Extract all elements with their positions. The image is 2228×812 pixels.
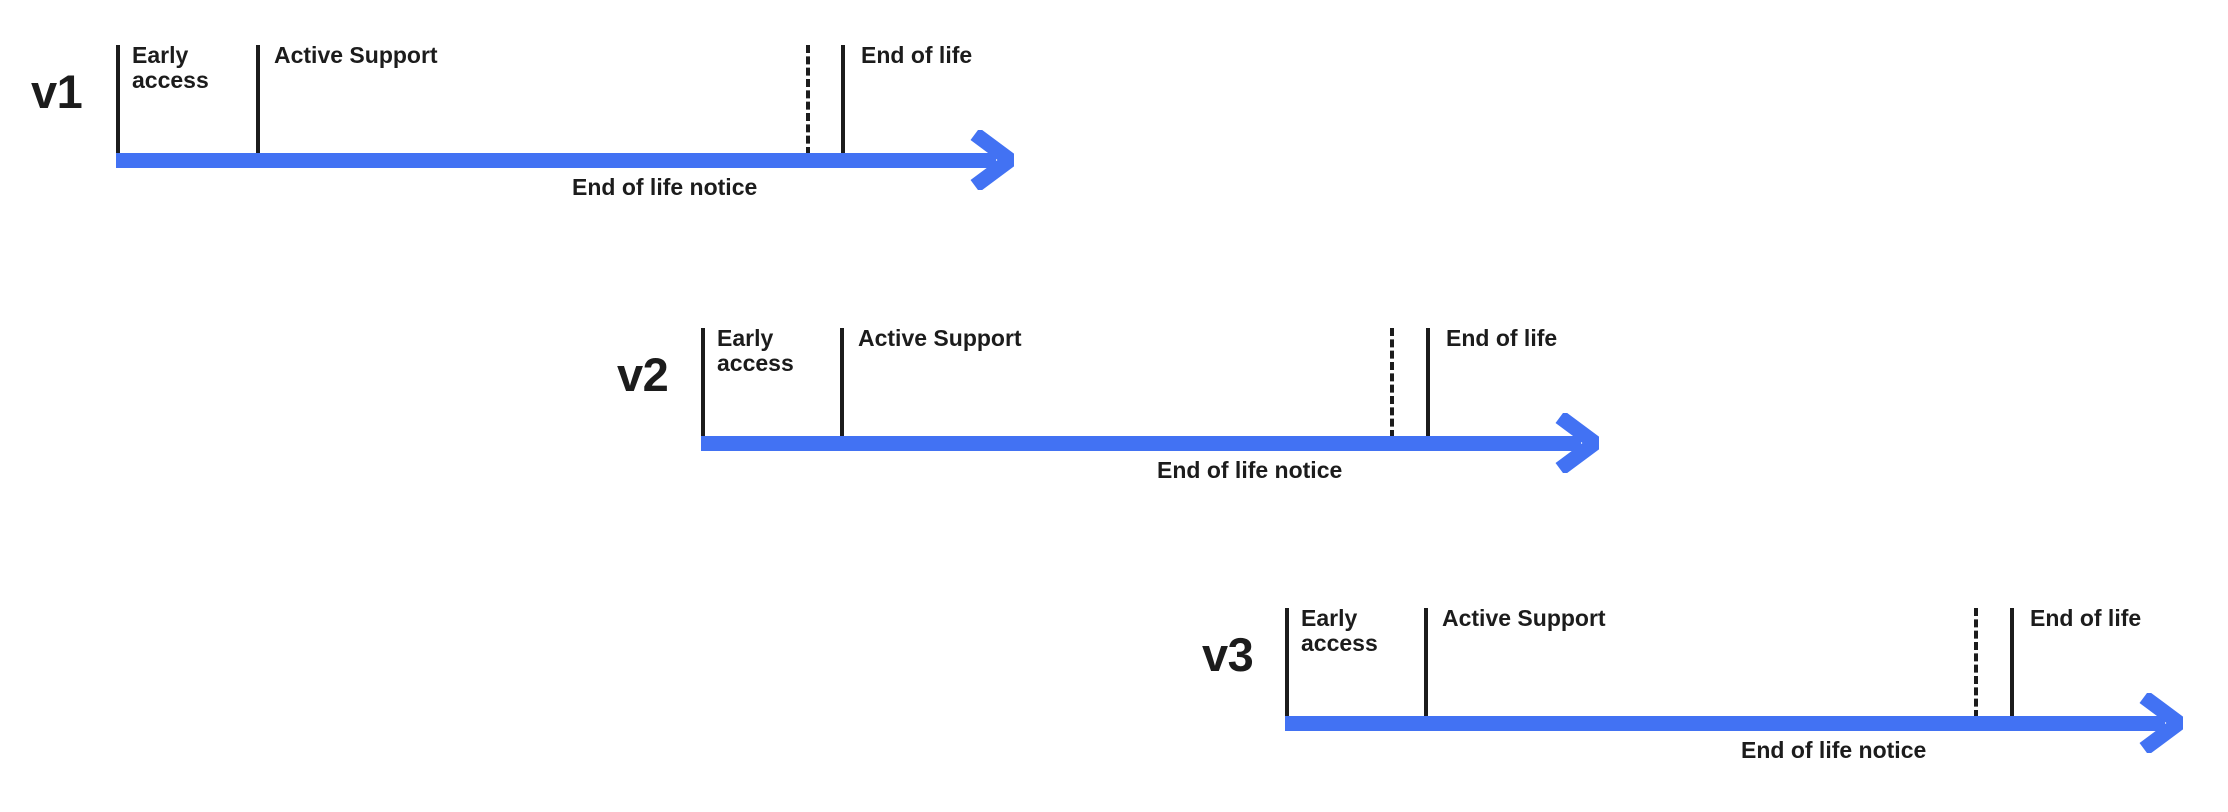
tick-active-support-start-v2 <box>840 328 844 438</box>
phase-label-end-of-life-v2: End of life <box>1446 325 1558 351</box>
notice-label-v1: End of life notice <box>572 174 758 200</box>
timeline-row-v2: v2 Early access Active Support End of li… <box>0 283 1625 498</box>
phase-label-early-access-v3: Early access <box>1301 605 1378 656</box>
version-label-v3: v3 <box>1202 628 1254 681</box>
phase-label-early-access-v1: Early access <box>132 42 209 93</box>
tick-end-of-life-notice-v3 <box>1974 608 1978 718</box>
phase-label-active-support-v3: Active Support <box>1442 605 1606 631</box>
arrow-head-icon-v1 <box>970 130 1014 190</box>
timeline-bar-v3 <box>1285 716 2165 731</box>
tick-start-v1 <box>116 45 120 155</box>
notice-label-v3: End of life notice <box>1741 737 1927 763</box>
timeline-row-v3: v3 Early access Active Support End of li… <box>0 563 2210 778</box>
tick-active-support-start-v1 <box>256 45 260 155</box>
phase-label-early-access-v2: Early access <box>717 325 794 376</box>
tick-end-of-life-start-v1 <box>841 45 845 155</box>
tick-start-v3 <box>1285 608 1289 718</box>
tick-end-of-life-notice-v2 <box>1390 328 1394 438</box>
tick-end-of-life-notice-v1 <box>806 45 810 155</box>
timeline-bar-v1 <box>116 153 996 168</box>
notice-label-v2: End of life notice <box>1157 457 1343 483</box>
tick-end-of-life-start-v3 <box>2010 608 2014 718</box>
version-label-v1: v1 <box>31 65 83 118</box>
phase-label-end-of-life-v1: End of life <box>861 42 973 68</box>
tick-active-support-start-v3 <box>1424 608 1428 718</box>
phase-label-active-support-v1: Active Support <box>274 42 438 68</box>
version-label-v2: v2 <box>617 348 669 401</box>
arrow-head-icon-v3 <box>2139 693 2183 753</box>
timeline-bar-v2 <box>701 436 1581 451</box>
tick-start-v2 <box>701 328 705 438</box>
tick-end-of-life-start-v2 <box>1426 328 1430 438</box>
timeline-row-v1: v1 Early access Active Support End of li… <box>0 0 1040 215</box>
phase-label-active-support-v2: Active Support <box>858 325 1022 351</box>
arrow-head-icon-v2 <box>1555 413 1599 473</box>
phase-label-end-of-life-v3: End of life <box>2030 605 2142 631</box>
